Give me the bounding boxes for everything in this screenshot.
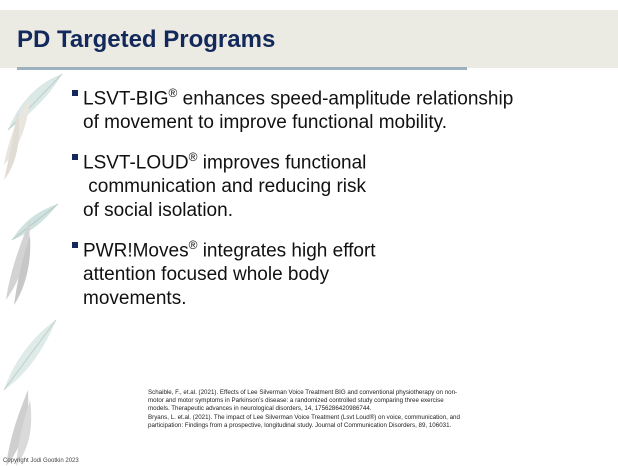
bullet-text: improves functional [197, 152, 367, 174]
square-bullet-icon [72, 90, 78, 96]
reference-line: models. Therapeutic advances in neurolog… [148, 405, 372, 413]
bullet-lsvt-big: LSVT-BIG® enhances speed-amplitude relat… [72, 81, 513, 135]
bullet-line: of movement to improve functional mobili… [83, 112, 447, 134]
registered-mark: ® [188, 238, 198, 252]
program-name: LSVT-LOUD [83, 152, 189, 174]
title-underline [17, 67, 467, 70]
top-margin [0, 0, 618, 10]
bullet-line: LSVT-LOUD® improves functional [72, 145, 366, 175]
title-bar [0, 10, 618, 68]
reference-line: Schaible, F., et.al. (2021). Effects of … [148, 389, 458, 396]
bullet-line: PWR!Moves® integrates high effort [72, 233, 376, 263]
feather-decoration-icon [3, 73, 63, 466]
bullet-line: attention focused whole body [83, 264, 330, 286]
references: Schaible, F., et.al. (2021). Effects of … [148, 389, 610, 430]
bullet-text: enhances speed-amplitude relationship [177, 88, 514, 110]
bullet-line: of social isolation. [83, 200, 233, 222]
bullet-lsvt-loud: LSVT-LOUD® improves functional communica… [72, 145, 366, 223]
program-name: PWR!Moves [83, 240, 189, 262]
registered-mark: ® [168, 86, 178, 100]
bullet-line: movements. [83, 288, 187, 310]
bullet-pwr-moves: PWR!Moves® integrates high effort attent… [72, 233, 376, 311]
bullet-line: LSVT-BIG® enhances speed-amplitude relat… [72, 81, 513, 111]
registered-mark: ® [188, 150, 198, 164]
bullet-text: integrates high effort [197, 240, 376, 262]
square-bullet-icon [72, 242, 78, 248]
reference-line: Bryans, L. et.al. (2021). The impact of … [148, 413, 460, 421]
bullet-line: communication and reducing risk [83, 176, 367, 198]
reference-line: participation: Findings from a prospecti… [148, 421, 452, 429]
reference-line: motor and motor symptoms in Parkinson’s … [148, 397, 444, 405]
copyright-text: Copyright Jodi Gootkin 2023 [3, 458, 79, 464]
square-bullet-icon [72, 154, 78, 160]
program-name: LSVT-BIG [83, 88, 169, 110]
slide-title: PD Targeted Programs [17, 26, 276, 53]
